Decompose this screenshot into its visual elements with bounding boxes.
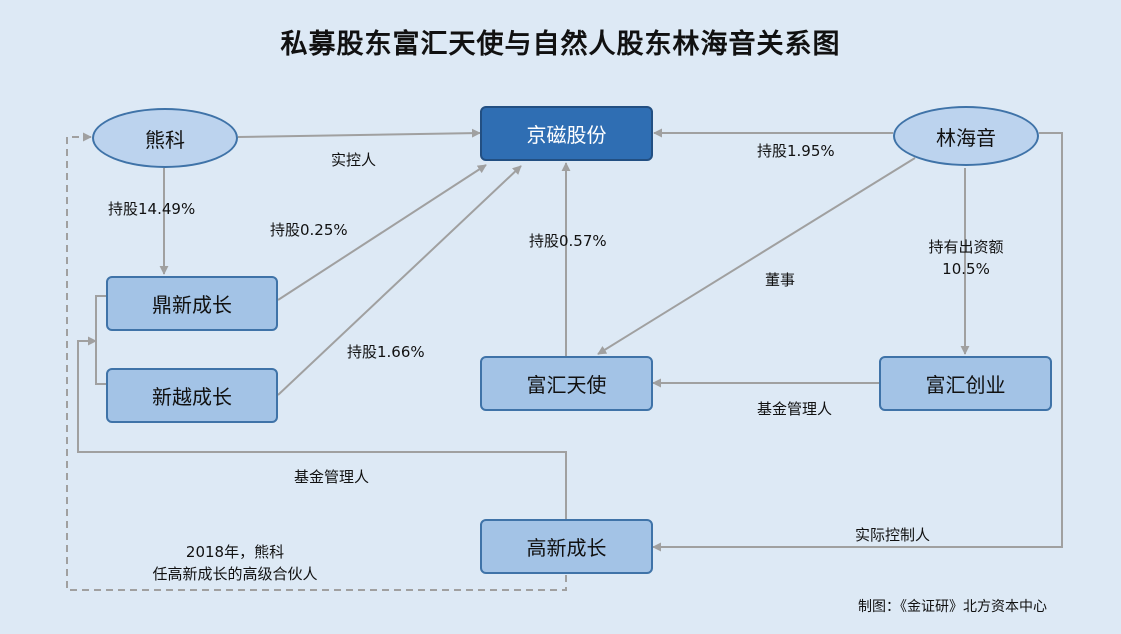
label-xiongke-jingci: 实控人 [331,151,377,169]
edge-linhaiyin-gaoxin [652,132,1063,552]
bracket-dingxin-xinyue [95,295,106,385]
node-dingxin: 鼎新成长 [106,276,278,331]
label-tianshi-jingci: 持股0.57% [529,232,607,250]
label-dashed-line1: 2018年，熊科 [185,543,285,561]
label-linhaiyin-tianshi: 董事 [765,271,796,289]
label-dingxin-jingci: 持股0.25% [270,221,348,239]
label-xiongke-dingxin: 持股14.49% [108,200,196,218]
edge-linhaiyin-tianshi [597,157,916,355]
node-linhaiyin: 林海音 [893,106,1039,166]
edge-xiongke-jingci [237,128,481,138]
label-linhaiyin-chuangye-line1: 持有出资额 [928,238,1004,256]
label-dashed: 2018年，熊科 任高新成长的高级合伙人 [120,541,350,585]
node-fuhui-chuangye: 富汇创业 [879,356,1052,411]
node-gaoxin: 高新成长 [480,519,653,574]
node-xinyue: 新越成长 [106,368,278,423]
label-dashed-line2: 任高新成长的高级合伙人 [152,565,318,583]
edge-dashed-xiongke-gaoxin [66,132,567,591]
label-linhaiyin-jingci: 持股1.95% [757,142,835,160]
edge-xinyue-jingci [277,165,522,396]
node-xiongke: 熊科 [92,108,238,168]
label-linhaiyin-chuangye-line2: 10.5% [942,260,990,278]
node-jingci: 京磁股份 [480,106,653,161]
page-title: 私募股东富汇天使与自然人股东林海音关系图 [280,29,841,60]
edge-gaoxin-manager [77,336,567,519]
label-linhaiyin-chuangye: 持有出资额 10.5% [916,236,1016,280]
label-linhaiyin-gaoxin: 实际控制人 [855,526,931,544]
label-xinyue-jingci: 持股1.66% [347,343,425,361]
credit-text: 制图：《金证研》北方资本中心 [858,599,1047,615]
node-fuhui-tianshi: 富汇天使 [480,356,653,411]
edge-dingxin-jingci [277,164,487,301]
label-gaoxin-manager: 基金管理人 [294,468,370,486]
label-chuangye-tianshi: 基金管理人 [757,400,833,418]
